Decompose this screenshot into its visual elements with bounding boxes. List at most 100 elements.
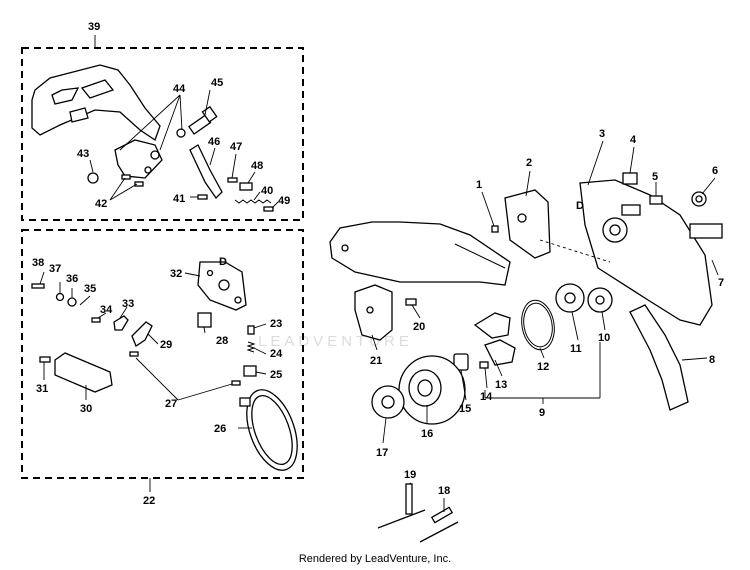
screw-1 (491, 225, 499, 233)
label-1: 1 (476, 179, 482, 191)
label-36: 36 (66, 273, 78, 285)
brake-housing-32 (197, 261, 247, 311)
chain-brake-handle (31, 64, 161, 142)
label-32: 32 (170, 268, 182, 280)
pin-42a (121, 174, 131, 180)
label-2: 2 (526, 157, 532, 169)
spacer-48 (239, 182, 253, 191)
nut-6 (691, 191, 707, 207)
washer-35 (67, 297, 77, 307)
bolt-45 (188, 105, 218, 135)
footer-credit: Rendered by LeadVenture, Inc. (298, 553, 452, 565)
label-4: 4 (630, 134, 637, 146)
screwdriver-18 (419, 506, 459, 543)
label-20: 20 (413, 321, 425, 333)
label-48: 48 (251, 160, 263, 172)
label-41: 41 (173, 193, 185, 205)
label-21: 21 (370, 355, 382, 367)
block-28 (197, 312, 212, 328)
label-34: 34 (100, 304, 113, 316)
brake-lever-bracket (114, 139, 163, 179)
pin-34 (91, 317, 101, 323)
label-46: 46 (208, 136, 220, 148)
clutch-drum-16 (398, 355, 466, 425)
label-3: 3 (599, 128, 605, 140)
pin-27b (231, 380, 241, 386)
label-d-ref-2: D (576, 200, 584, 212)
label-27: 27 (165, 398, 177, 410)
screw-23 (247, 325, 255, 335)
screw-20 (405, 298, 417, 306)
sprocket-cover-2 (504, 189, 551, 259)
sprocket-17 (371, 385, 405, 419)
brake-band-26 (239, 389, 298, 471)
guard-8 (629, 304, 689, 411)
label-15: 15 (459, 403, 471, 415)
label-17: 17 (376, 447, 388, 459)
label-19: 19 (404, 469, 416, 481)
label-24: 24 (270, 348, 283, 360)
label-12: 12 (537, 361, 549, 373)
plate-7 (689, 223, 723, 239)
lever-29 (131, 321, 153, 347)
label-5: 5 (652, 171, 658, 183)
screw-31 (39, 356, 51, 363)
spring-24 (246, 341, 256, 353)
label-18: 18 (438, 485, 450, 497)
label-39: 39 (88, 21, 100, 33)
label-8: 8 (709, 354, 715, 366)
pin-42b (134, 181, 144, 187)
label-22: 22 (143, 495, 155, 507)
label-9: 9 (539, 407, 545, 419)
clutch-shoes-13 (473, 312, 516, 366)
label-47: 47 (230, 141, 242, 153)
label-28: 28 (216, 335, 228, 347)
pin-47 (227, 177, 238, 183)
lever-33 (113, 315, 129, 331)
spring-40 (234, 199, 272, 204)
pin-41 (197, 194, 208, 200)
clutch-cover-3 (579, 179, 713, 326)
label-16: 16 (421, 428, 433, 440)
label-25: 25 (270, 369, 282, 381)
label-38: 38 (32, 257, 44, 269)
hub-11 (555, 283, 585, 313)
clip-25 (243, 365, 257, 377)
pin-27a (129, 351, 139, 357)
guide-bar (329, 221, 511, 286)
label-11: 11 (570, 343, 582, 355)
label-23: 23 (270, 318, 282, 330)
washer-44 (176, 128, 186, 138)
label-35: 35 (84, 283, 96, 295)
label-10: 10 (598, 332, 610, 344)
label-45: 45 (211, 77, 223, 89)
label-30: 30 (80, 403, 92, 415)
label-40: 40 (261, 185, 273, 197)
pin-49 (263, 206, 274, 212)
label-49: 49 (278, 195, 290, 207)
label-6: 6 (712, 165, 718, 177)
cap-4 (622, 172, 638, 185)
nut-43 (87, 172, 99, 184)
spark-plug-wrench-19 (377, 483, 426, 529)
plate-10 (587, 287, 613, 313)
label-33: 33 (122, 298, 134, 310)
label-14: 14 (480, 391, 493, 403)
label-d-ref-1: D (219, 256, 227, 268)
label-29: 29 (160, 339, 172, 351)
washer-36 (55, 292, 65, 302)
label-31: 31 (36, 383, 48, 395)
cover-21 (354, 284, 393, 341)
plate-30 (54, 352, 113, 393)
label-44: 44 (173, 83, 186, 95)
brake-lever (189, 144, 223, 200)
spring-12 (521, 299, 555, 351)
label-13: 13 (495, 379, 507, 391)
label-42: 42 (95, 198, 107, 210)
label-43: 43 (77, 148, 89, 160)
group-box-39 (21, 47, 304, 221)
tab-5 (649, 195, 663, 205)
label-37: 37 (49, 263, 61, 275)
label-26: 26 (214, 423, 226, 435)
